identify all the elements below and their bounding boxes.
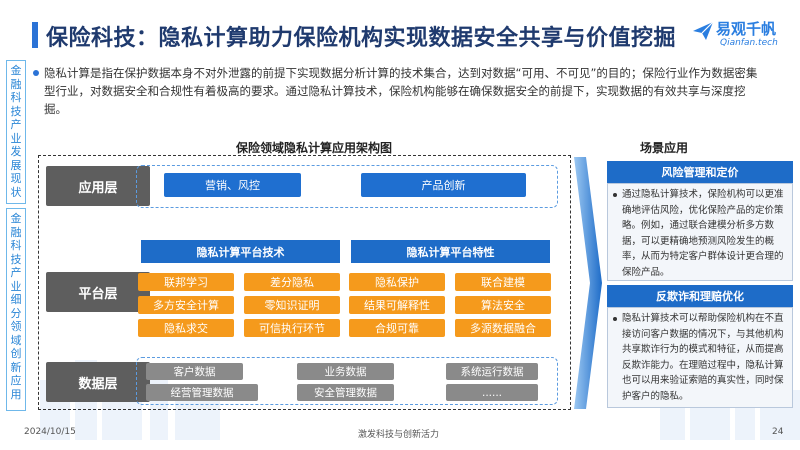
footer-slogan: 激发科技与创新活力: [358, 430, 440, 440]
app-item-product-innovation: 产品创新: [361, 173, 526, 197]
feature-item: 算法安全: [455, 296, 551, 314]
tech-item: 差分隐私: [244, 273, 340, 291]
tech-item: 零知识证明: [244, 296, 340, 314]
diagram-title: 保险领域隐私计算应用架构图: [236, 141, 393, 155]
page-title: 保险科技：隐私计算助力保险机构实现数据安全共享与价值挖掘: [46, 26, 677, 51]
feature-item: 合规可靠: [349, 319, 445, 337]
application-layer-box: [136, 165, 558, 208]
layer-label-platform: 平台层: [46, 272, 150, 312]
side-tab-label: 金融科技产业细分领域创新应用: [10, 212, 22, 401]
side-tab-innovation-applications[interactable]: 金融科技产业细分领域创新应用: [6, 208, 26, 411]
scenario-fraud-header: 反欺诈和理赔优化: [607, 285, 793, 307]
data-item: 经营管理数据: [146, 384, 258, 401]
bullet-dot: [33, 70, 39, 76]
scenario-title: 场景应用: [640, 141, 689, 155]
data-item: 系统运行数据: [446, 363, 538, 380]
tech-item: 隐私求交: [138, 319, 234, 337]
feature-item: 隐私保护: [349, 273, 445, 291]
layer-label-data: 数据层: [46, 362, 150, 402]
tech-item: 多方安全计算: [138, 296, 234, 314]
side-tab-label: 金融科技产业发展现状: [10, 64, 22, 199]
logo-subtitle: Qianfan.tech: [720, 38, 778, 48]
footer-date: 2024/10/15: [24, 427, 76, 437]
data-item: 安全管理数据: [297, 384, 394, 401]
paper-plane-icon: [693, 21, 714, 40]
side-tab-industry-status[interactable]: 金融科技产业发展现状: [6, 60, 26, 204]
tech-item: 可信执行环节: [244, 319, 340, 337]
tech-item: 联邦学习: [138, 273, 234, 291]
layer-label-application: 应用层: [46, 166, 150, 206]
scenario-fraud-text: 隐私计算技术可以帮助保险机构在不直接访问客户数据的情况下，与其他机构共享欺诈行为…: [607, 307, 793, 408]
feature-item: 联合建模: [455, 273, 551, 291]
bullet-dot: [613, 193, 617, 197]
data-item: ......: [446, 384, 538, 401]
data-item: 客户数据: [146, 363, 243, 380]
platform-feature-header: 隐私计算平台特性: [351, 240, 550, 263]
scenario-fraud-body: 隐私计算技术可以帮助保险机构在不直接访问客户数据的情况下，与其他机构共享欺诈行为…: [622, 313, 784, 402]
arrow-right-icon: [574, 157, 602, 409]
feature-item: 结果可解释性: [349, 296, 445, 314]
architecture-frame: [38, 155, 571, 410]
bullet-dot: [613, 317, 617, 321]
platform-tech-header: 隐私计算平台技术: [141, 240, 340, 263]
data-item: 业务数据: [297, 363, 394, 380]
intro-paragraph: 隐私计算是指在保护数据本身不对外泄露的前提下实现数据分析计算的技术集合，达到对数…: [44, 66, 758, 116]
page-number: 24: [772, 427, 784, 437]
brand-logo: 易观千帆 Qianfan.tech: [692, 18, 792, 54]
scenario-risk-body: 通过隐私计算技术，保险机构可以更准确地评估风险，优化保险产品的定价策略。例如，通…: [622, 189, 784, 278]
scenario-risk-text: 通过隐私计算技术，保险机构可以更准确地评估风险，优化保险产品的定价策略。例如，通…: [607, 183, 793, 281]
feature-item: 多源数据融合: [455, 319, 551, 337]
title-accent-bar: [32, 22, 38, 48]
logo-name: 易观千帆: [716, 20, 777, 38]
data-layer-box: [136, 357, 558, 405]
app-item-marketing-risk: 营销、风控: [164, 173, 301, 197]
scenario-risk-header: 风险管理和定价: [607, 161, 793, 183]
